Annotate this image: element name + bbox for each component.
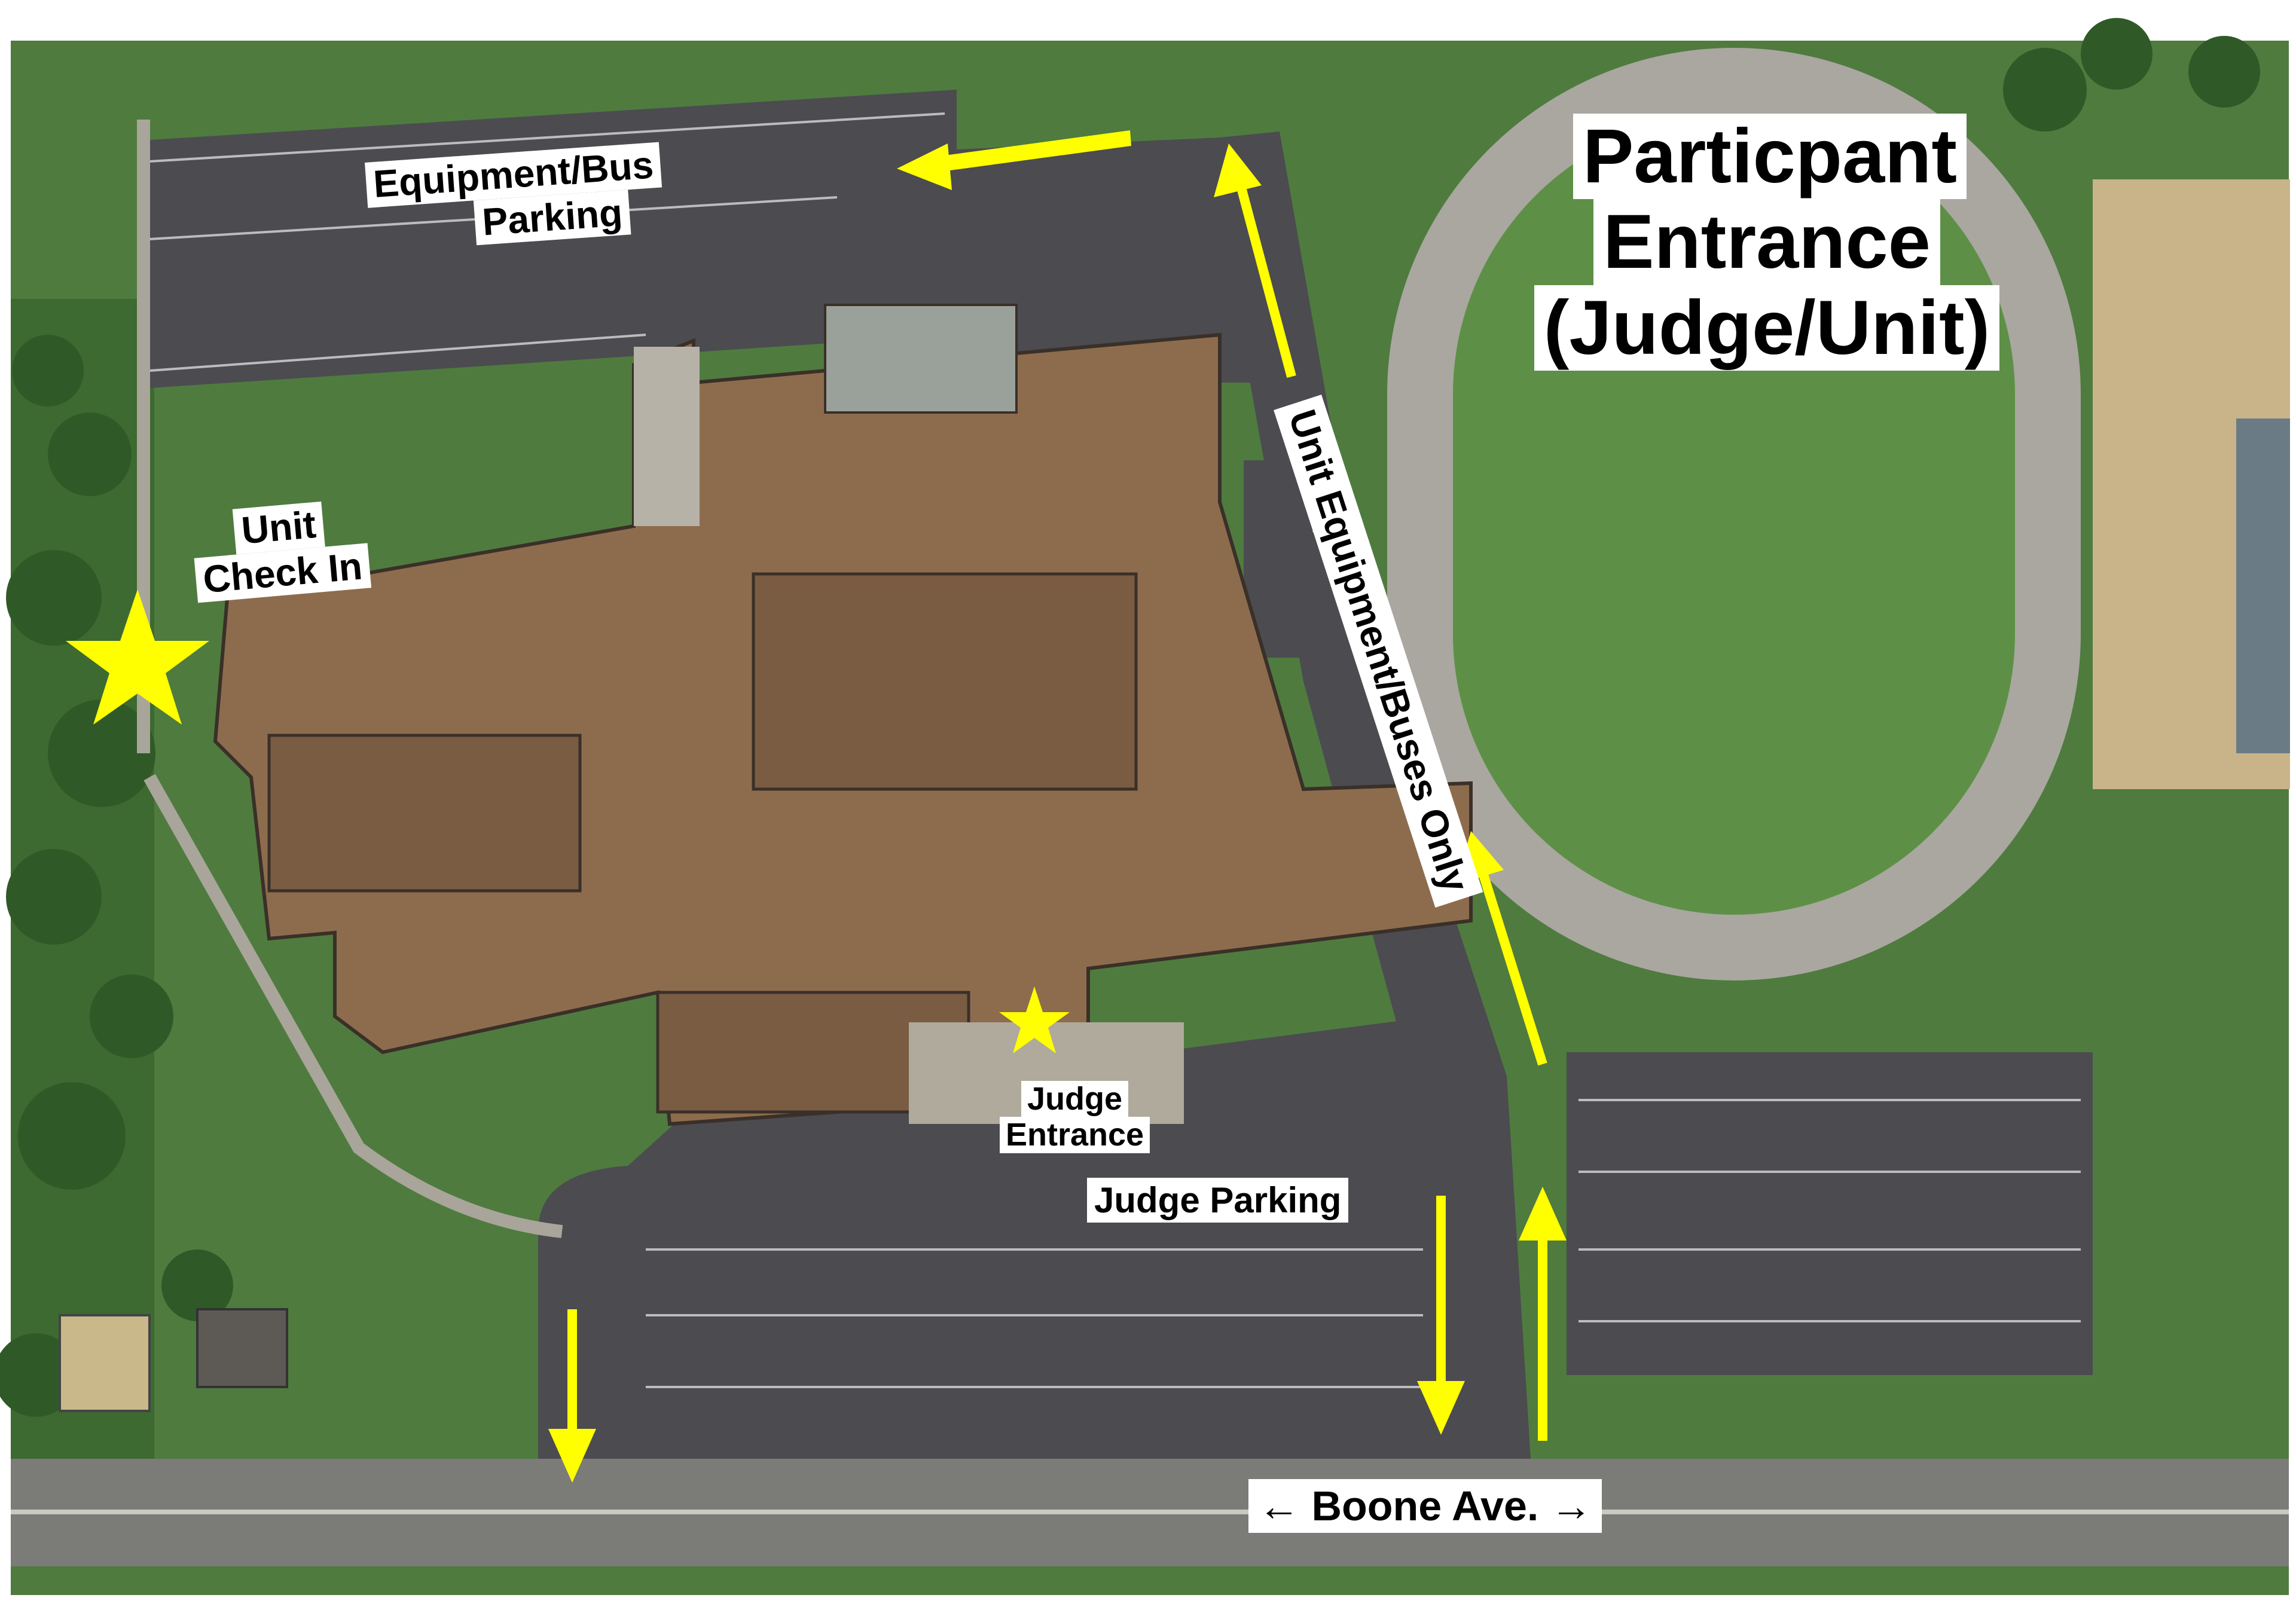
judge-entrance-star-icon [999,986,1070,1053]
unit-check-in-label: Unit Check In [190,498,371,603]
south-parking-lot [538,1016,1435,1459]
title-line-2: Entrance [1593,199,1940,285]
arrow-top-left-shaft [932,134,1131,170]
wing-roof [267,734,582,893]
unit-check-in-star-icon [66,589,209,725]
title-line-3: (Judge/Unit) [1534,285,2000,371]
arrow-top-left-head [897,143,952,190]
title-line-1: Particpant [1573,114,1967,200]
arrow-entry-up-head [1519,1187,1567,1241]
arrow-north-drive-head [1214,143,1262,197]
greenhouse [824,304,1018,414]
arrow-west-exit-head [548,1429,596,1483]
participant-entrance-title: Particpant Entrance (Judge/Unit) [1507,114,2027,371]
judge-parking-label: Judge Parking [1087,1178,1349,1223]
boone-ave-label: ← Boone Ave. → [1248,1479,1602,1533]
judge-entrance-label: Judge Entrance [1000,1081,1150,1153]
arrow-south-drive-shaft [1478,871,1547,1066]
arrow-north-drive-shaft [1236,184,1296,378]
arrow-exit-down-head [1417,1381,1465,1435]
gym-roof [752,572,1138,791]
